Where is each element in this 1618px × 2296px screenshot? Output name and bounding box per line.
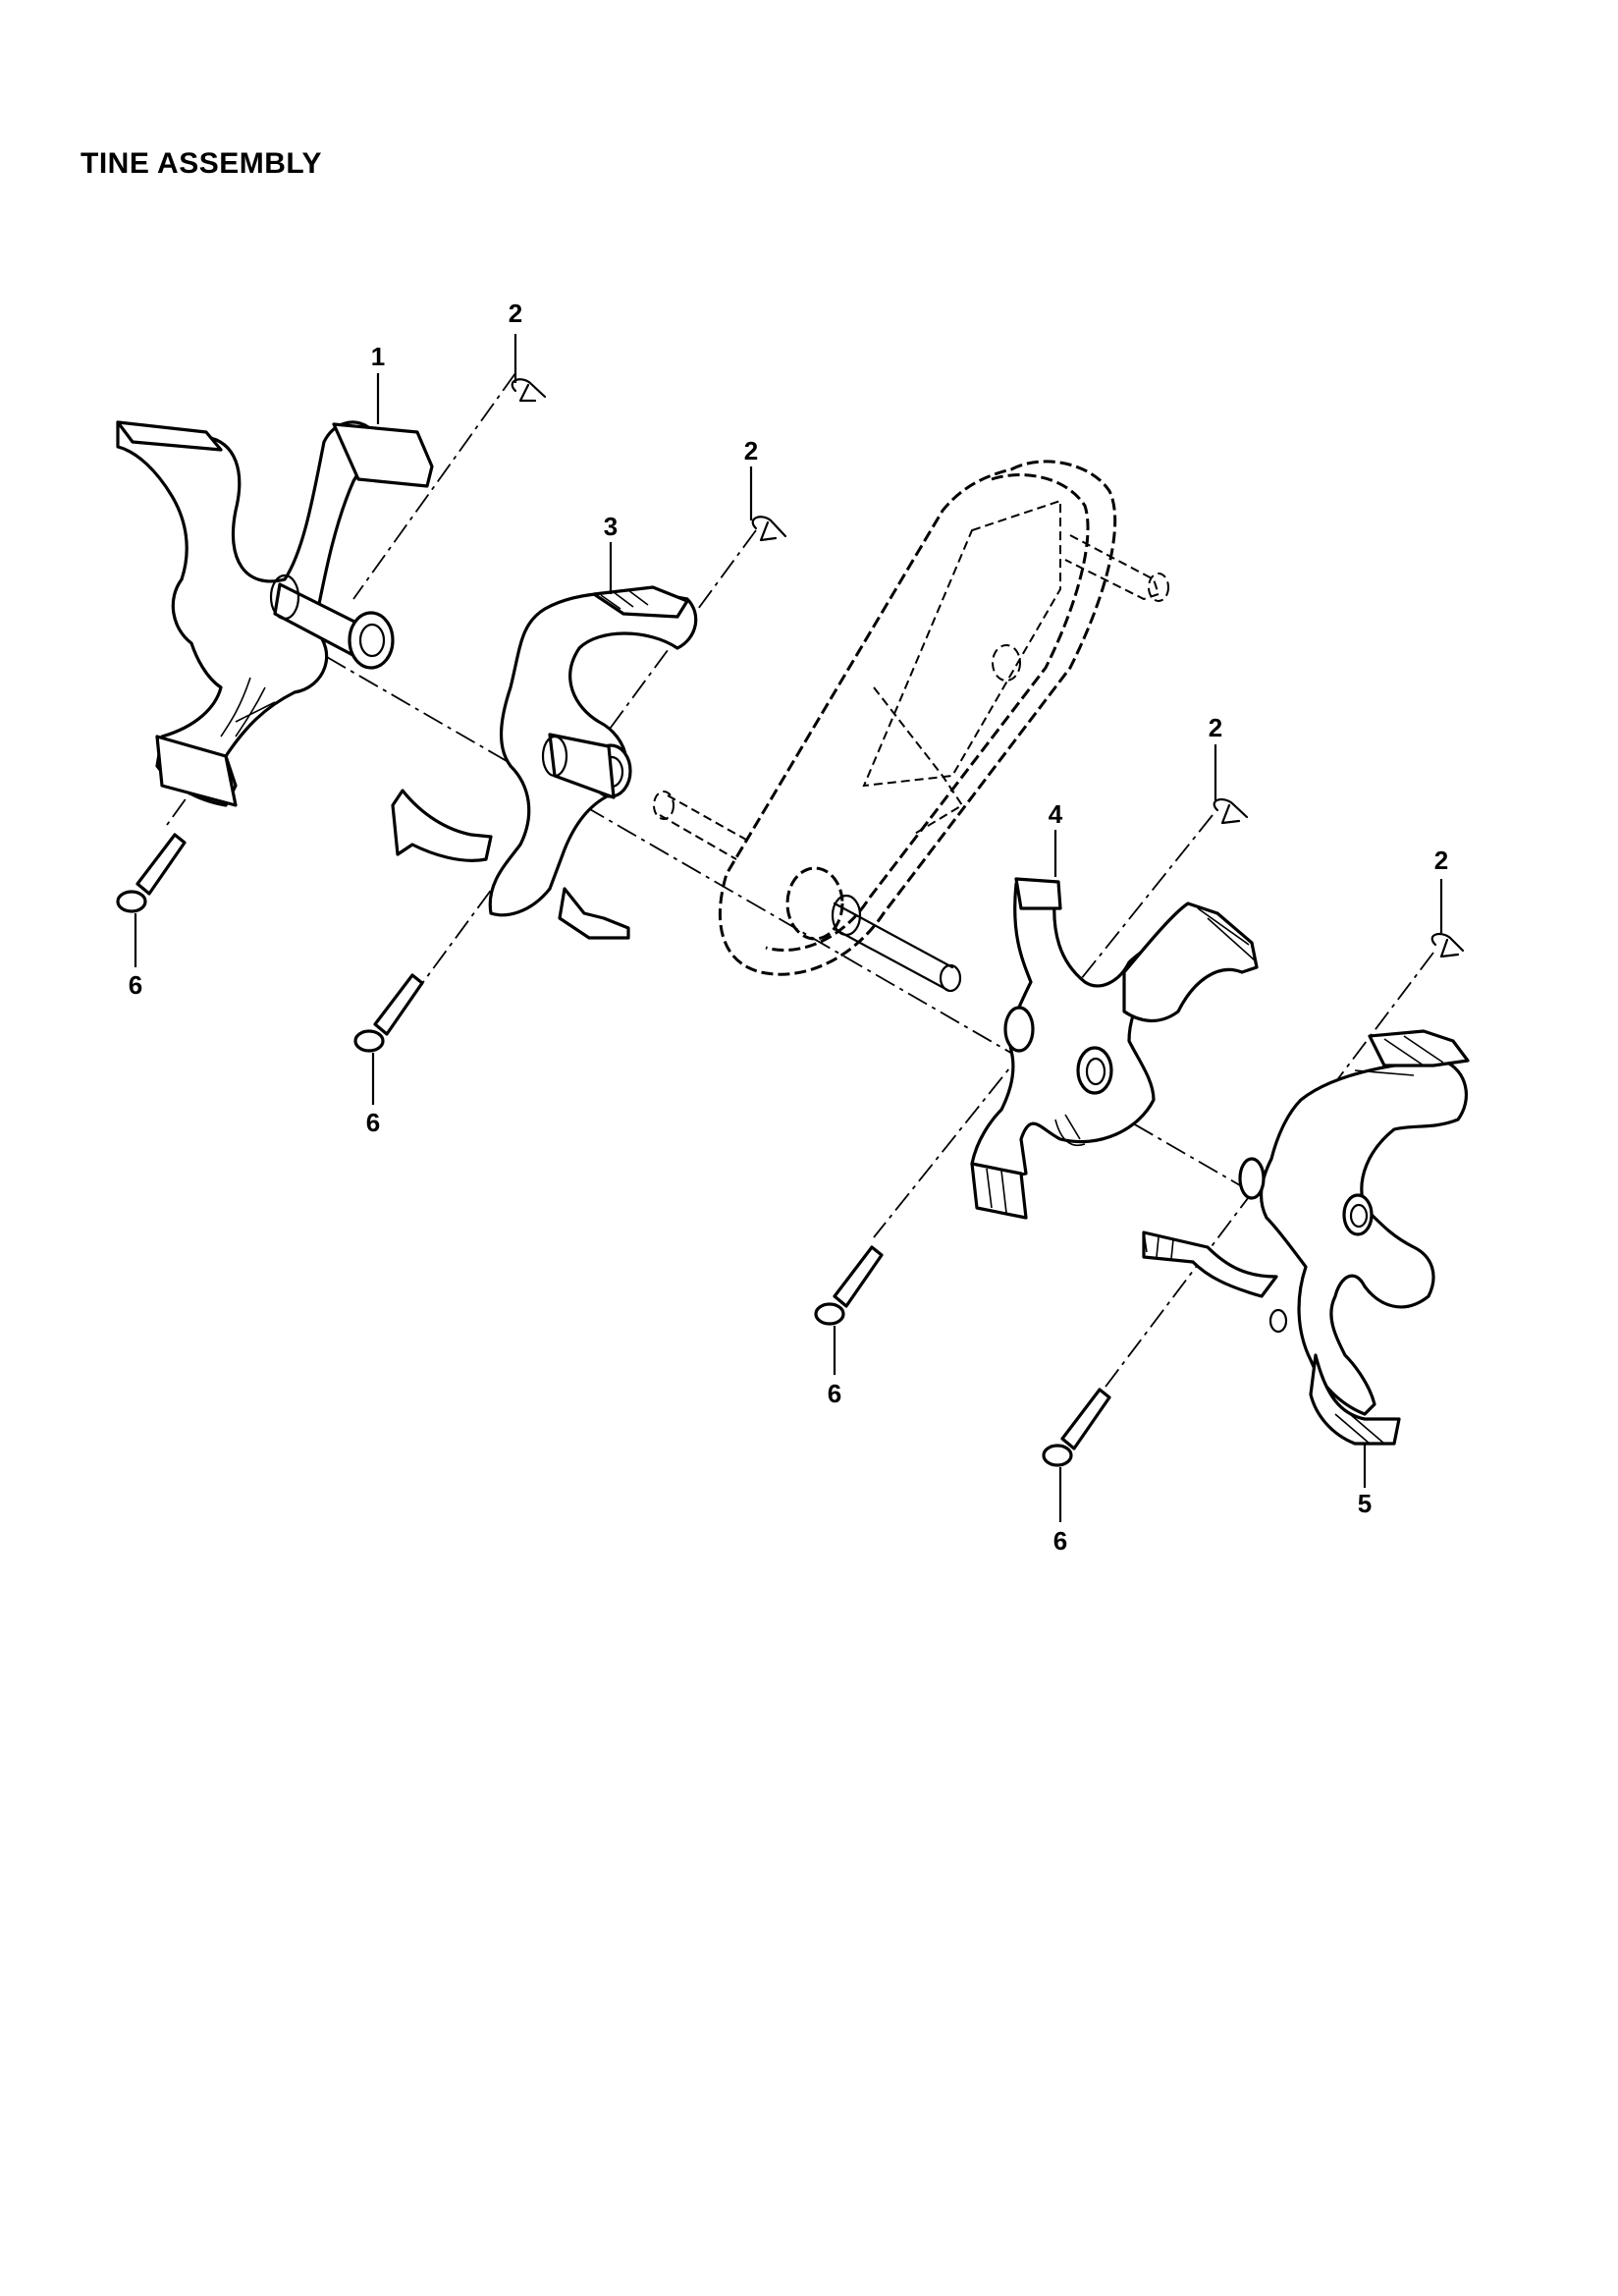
pin-1-shaft bbox=[135, 833, 187, 896]
hairpin-clip-4 bbox=[1430, 932, 1465, 958]
callout-6-pin-4: 6 bbox=[1053, 1526, 1067, 1556]
tine-outer-left bbox=[116, 420, 434, 807]
axle-shaft bbox=[831, 894, 962, 993]
callout-1: 1 bbox=[371, 342, 385, 371]
pin-1-head bbox=[116, 890, 147, 913]
tine-3-right-hook bbox=[558, 887, 630, 940]
callout-6-pin-1: 6 bbox=[129, 970, 142, 1000]
tine-4-hub-back bbox=[1003, 1006, 1035, 1053]
pin-3-head bbox=[814, 1302, 845, 1326]
callout-4: 4 bbox=[1049, 799, 1063, 829]
callout-2-clip-4: 2 bbox=[1434, 846, 1448, 875]
tine-3-left-hook bbox=[391, 789, 493, 862]
hairpin-clip-3 bbox=[1213, 797, 1249, 825]
tine-4-top-blade bbox=[1014, 877, 1062, 910]
tine-5-hub-bore bbox=[1349, 1203, 1369, 1229]
clevis-pin-2 bbox=[353, 973, 424, 1053]
pin-2-head bbox=[353, 1029, 385, 1053]
chain-case-bolt bbox=[992, 644, 1021, 682]
lower-hub bbox=[785, 866, 844, 941]
tine-1-hub-back bbox=[269, 574, 300, 621]
chain-case-inner bbox=[862, 499, 1061, 788]
tine-1-upper-blade-shade bbox=[416, 431, 433, 487]
leader-lines bbox=[134, 334, 1443, 1522]
clevis-pin-3 bbox=[814, 1245, 884, 1326]
tine-4-hub-front bbox=[1076, 1046, 1113, 1095]
pin-3-shaft bbox=[833, 1245, 884, 1308]
tine-1-lower-curl bbox=[220, 677, 276, 738]
tine-5-hub-back bbox=[1238, 1157, 1266, 1200]
tine-5-left-blade-shade bbox=[1143, 1231, 1174, 1260]
tine-inner-left bbox=[391, 585, 698, 940]
clip-1-shape bbox=[511, 378, 547, 403]
centerlines bbox=[166, 372, 1434, 1395]
clevis-pin-4 bbox=[1042, 1388, 1111, 1467]
axle-body bbox=[833, 902, 954, 992]
tine-5-left-blade bbox=[1142, 1230, 1278, 1298]
tine-4-lower-blade-shade bbox=[986, 1168, 1007, 1214]
hairpin-clip-1 bbox=[511, 378, 547, 403]
tine-5-bottom-blade-shade bbox=[1334, 1413, 1385, 1445]
tine-5-top-blade-shade bbox=[1354, 1035, 1444, 1076]
tine-4-lower-curl bbox=[1054, 1114, 1086, 1146]
axle-end bbox=[939, 963, 962, 993]
tine-5-small-hole bbox=[1268, 1308, 1288, 1334]
tine-3-hub-back bbox=[541, 735, 568, 778]
upper-shaft-end bbox=[1148, 573, 1169, 602]
callout-2-clip-1: 2 bbox=[509, 299, 522, 328]
chain-case-phantom bbox=[653, 460, 1169, 976]
clip-2-shape bbox=[751, 516, 787, 542]
tine-4-right-arm bbox=[1122, 902, 1259, 1022]
tine-inner-right bbox=[970, 877, 1259, 1220]
tine-4-right-arm-shade bbox=[1197, 907, 1256, 961]
pin-4-shaft bbox=[1060, 1388, 1111, 1450]
callout-5: 5 bbox=[1358, 1489, 1372, 1518]
callout-3: 3 bbox=[604, 512, 618, 541]
left-shaft-end bbox=[653, 791, 674, 820]
tine-1-lower-blade bbox=[155, 735, 238, 807]
left-shaft-stub bbox=[659, 794, 747, 860]
tine-5-bottom-blade bbox=[1309, 1353, 1401, 1446]
clip-4-shape bbox=[1430, 932, 1465, 958]
callout-2-clip-3: 2 bbox=[1209, 713, 1222, 742]
callout-2-clip-2: 2 bbox=[744, 436, 758, 465]
pin-2-shaft bbox=[373, 973, 424, 1036]
chain-case-edge bbox=[765, 473, 1090, 953]
tine-4-body bbox=[970, 882, 1156, 1177]
callout-6-pin-3: 6 bbox=[828, 1379, 841, 1408]
callout-labels: 1 2 2 2 2 3 4 5 6 6 6 6 bbox=[129, 299, 1448, 1556]
hairpin-clip-2 bbox=[751, 516, 787, 542]
page-title: TINE ASSEMBLY bbox=[81, 147, 322, 180]
axle-collar bbox=[831, 894, 862, 937]
upper-shaft-stub bbox=[1064, 534, 1160, 601]
tine-1-left-blade bbox=[116, 420, 223, 452]
tine-1-hub-bore bbox=[358, 623, 386, 658]
tine-4-lower-blade bbox=[970, 1162, 1028, 1220]
tine-1-body bbox=[116, 420, 372, 807]
tine-3-top-blade-shade bbox=[600, 589, 649, 610]
tine-5-body bbox=[1260, 1059, 1468, 1416]
clip-3-shape bbox=[1213, 797, 1249, 825]
tine-outer-right bbox=[1142, 1029, 1470, 1446]
tine-1-hub-end bbox=[348, 611, 395, 670]
pin-axis-1 bbox=[352, 372, 516, 600]
tine-4-hub-bore bbox=[1085, 1057, 1106, 1086]
chain-case-outline bbox=[719, 460, 1117, 976]
pin-4-head bbox=[1042, 1444, 1073, 1467]
clevis-pin-1 bbox=[116, 833, 187, 913]
chain-case-web bbox=[873, 686, 964, 836]
tine-5-top-blade bbox=[1368, 1029, 1470, 1067]
callout-6-pin-2: 6 bbox=[366, 1108, 380, 1137]
